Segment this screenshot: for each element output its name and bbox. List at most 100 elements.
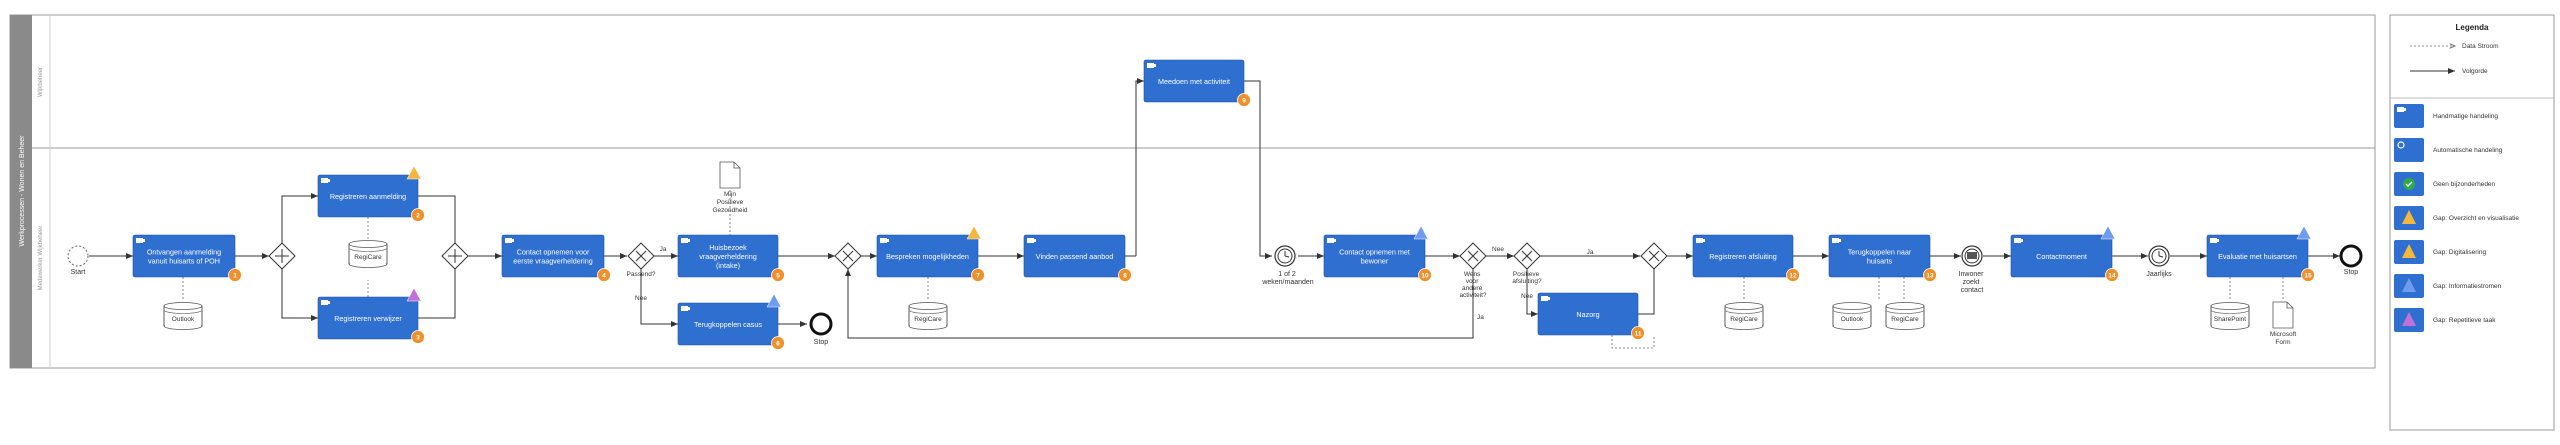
task-label: Registreren verwijzer [334,314,402,323]
task-box[interactable] [501,234,605,278]
hand-icon [321,178,330,183]
gateway-label-wens-line4: activiteit? [1459,292,1486,299]
gateway-positieve [1513,242,1541,270]
task-label-line: Registreren afsluiting [1709,252,1777,261]
gateway-label-wens-line2: voor [1466,278,1479,285]
datastore-sharepoint: SharePoint [2210,302,2250,330]
repeat-warning-icon [2402,312,2416,326]
task-box[interactable] [1537,292,1639,336]
step-badge-number: 6 [776,341,780,348]
parallel-gateway-join [441,242,469,270]
flow-label-ja3: Ja [1587,249,1594,256]
legend-title: Legenda [2456,23,2489,32]
legend: Legenda Data Stroom Volgorde Handmatige … [2389,14,2555,431]
hand-icon [1696,238,1705,243]
task-box[interactable] [1323,234,1426,278]
step-badge: 11 [1631,326,1645,340]
task-label-line: eerste vraagverheldering [513,257,593,266]
warning-icon [2402,244,2416,258]
warning-icon [2402,210,2416,224]
step-badge-number: 10 [1421,273,1429,280]
gateway-wens [1459,242,1487,270]
hand-icon [505,238,514,243]
task-terugkoppelen-casus[interactable]: Terugkoppelen casus 6 [677,293,785,350]
task-label-line: Contact opnemen met [1339,248,1410,257]
task-box[interactable] [2206,234,2309,278]
legend-automatisch: Automatische handeling [2394,138,2503,162]
step-badge: 8 [1118,268,1132,282]
step-badge: 7 [971,268,985,282]
legend-volgorde: Volgorde [2462,68,2488,75]
hand-icon [2210,238,2219,243]
task-label: Terugkoppelen casus [694,320,762,329]
task-box[interactable] [2010,234,2113,278]
step-badge-number: 4 [602,273,606,280]
legend-automatisch-label: Automatische handeling [2433,147,2503,154]
gateway-label-positieve-line1: Positieve [1513,271,1540,278]
task-box[interactable] [132,234,236,278]
task-box[interactable] [317,296,419,340]
task-box[interactable] [1143,59,1245,103]
legend-gap-overzicht: Gap: Overzicht en visualisatie [2394,206,2519,230]
hand-icon [880,238,889,243]
step-badge-number: 2 [416,213,420,220]
step-badge: 4 [597,268,611,282]
flow-label-nee3: Nee [1521,293,1533,300]
step-badge: 1 [228,268,242,282]
task-box[interactable] [677,234,779,278]
task-box[interactable] [677,302,779,346]
hand-icon [2014,238,2023,243]
legend-data-stroom: Data Stroom [2462,43,2499,50]
step-badge-number: 14 [2108,273,2116,280]
datastore-regicare-1-label: RegiCare [354,254,382,261]
gateway-label-passend: Passend? [627,271,656,278]
task-contactmoment[interactable]: Contactmoment 14 [2010,225,2119,282]
task-label-line: Contact opnemen voor [517,248,590,257]
task-label-line: Meedoen met activiteit [1158,77,1230,86]
legend-gap-informatie-label: Gap: Informatiestromen [2433,283,2502,290]
step-badge-number: 15 [2304,273,2312,280]
datastore-outlook-1-label: Outlook [172,316,195,323]
task-box[interactable] [1023,234,1126,278]
datastore-outlook-2-label: Outlook [1841,316,1864,323]
hand-icon [681,238,690,243]
step-badge: 14 [2105,268,2119,282]
task-box[interactable] [1692,234,1794,278]
task-box[interactable] [876,234,979,278]
gateway-label-positieve: Positieve afsluiting? [1512,271,1542,285]
hand-icon [321,300,330,305]
legend-gap-digitalisering: Gap: Digitalisering [2394,240,2486,264]
step-badge: 2 [411,208,425,222]
task-label-line: Contactmoment [2036,252,2087,261]
task-box[interactable] [317,174,419,218]
flow-label-nee1: Nee [635,295,647,302]
datastore-regicare-2-label: RegiCare [914,316,942,323]
hand-icon [1832,238,1841,243]
task-label: Contactmoment [2036,252,2087,261]
stop-event-1 [809,312,833,336]
stop-event-2 [2339,244,2363,268]
task-label-line: huisarts [1867,257,1893,266]
task-box[interactable] [1828,234,1931,278]
step-badge: 15 [2301,268,2315,282]
